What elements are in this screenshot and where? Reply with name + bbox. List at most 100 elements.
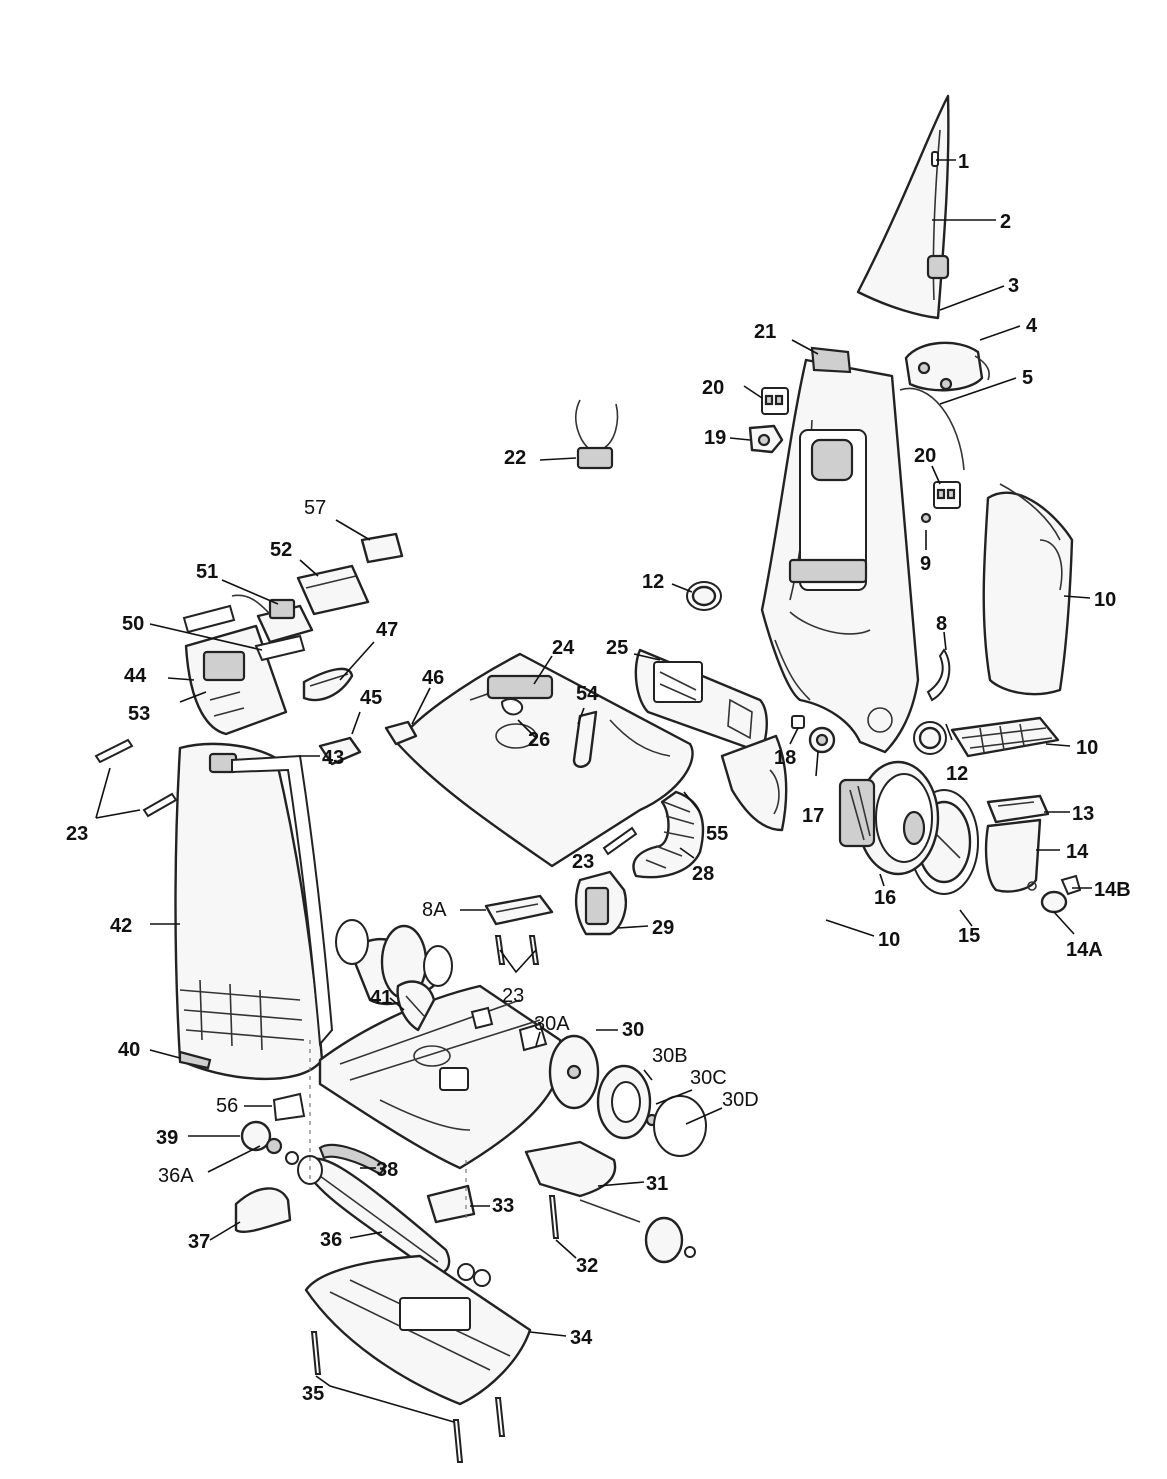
bearing-cap: [240, 1120, 272, 1152]
callout-41: 41: [370, 987, 392, 1009]
callout-3: 3: [1008, 275, 1019, 297]
cord-wrap: [926, 648, 951, 702]
drive-belt: [318, 1143, 388, 1176]
callout-38: 38: [376, 1159, 398, 1181]
callout-45: 45: [360, 687, 382, 709]
screws-8A: [494, 935, 540, 965]
callout-51: 51: [196, 561, 218, 583]
belt-guard: [396, 980, 436, 1032]
brush-light: [302, 667, 354, 702]
callout-46: 46: [422, 667, 444, 689]
motor-bushing: [791, 715, 805, 729]
callout-26: 26: [528, 729, 550, 751]
callout-30B: 30B: [652, 1045, 688, 1067]
callout-30A: 30A: [534, 1013, 570, 1035]
callout-55: 55: [706, 823, 728, 845]
callout-54: 54: [576, 683, 599, 705]
rear-wheel: [548, 1034, 600, 1110]
label-plate: [178, 1050, 212, 1070]
button: [254, 634, 306, 662]
height-adjust-axle: [524, 1140, 696, 1264]
callout-8: 8: [936, 613, 947, 635]
callout-24: 24: [552, 637, 575, 659]
callout-39: 39: [156, 1127, 178, 1149]
callout-14B: 14B: [1094, 879, 1131, 901]
callout-44: 44: [124, 665, 147, 687]
motor-fan: [808, 726, 836, 754]
control-module: [296, 564, 370, 616]
wheel-tire: [596, 1064, 652, 1140]
callout-10-filter: 10: [1076, 737, 1098, 759]
callout-35: 35: [302, 1383, 324, 1405]
belt-tab: [426, 1184, 476, 1224]
callout-36A: 36A: [158, 1165, 194, 1187]
exhaust-filter: [950, 716, 1060, 758]
callout-52: 52: [270, 539, 292, 561]
bottom-screws: [310, 1331, 506, 1463]
pc-board: [182, 594, 314, 644]
latch: [318, 736, 362, 766]
motor: [838, 760, 940, 876]
callout-56: 56: [216, 1095, 238, 1117]
callout-29: 29: [652, 917, 674, 939]
callout-21: 21: [754, 321, 776, 343]
screw-hood: [602, 826, 638, 856]
callout-labels: 1 2 3 4 5 21 20 19 20 9 10 8 12 22 57 52…: [66, 151, 1131, 1405]
callout-57: 57: [304, 497, 326, 519]
ring-clamp-lower: [913, 721, 947, 755]
assembly-guides: [309, 1040, 467, 1220]
callout-23-bracket: 23: [502, 985, 524, 1007]
callout-25: 25: [606, 637, 628, 659]
brushroll: [297, 1155, 451, 1275]
callout-15: 15: [958, 925, 980, 947]
upper-housing: [760, 346, 920, 754]
callout-30C: 30C: [690, 1067, 727, 1089]
axle-screw: [548, 1195, 560, 1239]
handle-grip: [856, 94, 950, 320]
leader-lines: [95, 159, 1092, 1423]
ring-clamp-upper: [686, 581, 722, 611]
callout-18: 18: [774, 747, 796, 769]
callout-12-lower: 12: [946, 763, 968, 785]
rear-wheel-bracket: [335, 919, 453, 1006]
callout-43: 43: [322, 747, 344, 769]
nozzle-panel: [634, 648, 768, 754]
bearing: [265, 1137, 299, 1165]
callout-36: 36: [320, 1229, 342, 1251]
callout-8A: 8A: [422, 899, 447, 921]
callout-22: 22: [504, 447, 526, 469]
callout-9: 9: [920, 553, 931, 575]
screws-front: [94, 738, 178, 818]
callout-53: 53: [128, 703, 150, 725]
callout-5: 5: [1022, 367, 1033, 389]
clip: [384, 720, 418, 746]
exhaust-knob: [1040, 874, 1082, 914]
filter-cover: [986, 794, 1050, 824]
callout-17: 17: [802, 805, 824, 827]
filter-bag: [982, 483, 1074, 696]
callout-50: 50: [122, 613, 144, 635]
callout-28: 28: [692, 863, 714, 885]
tube-hose: [572, 710, 598, 768]
switch: [748, 424, 784, 454]
wiring-harness: [575, 399, 619, 470]
callout-23-hood: 23: [572, 851, 594, 873]
exhaust-housing: [984, 818, 1042, 893]
cord-hook: [904, 341, 990, 392]
front-cover-seal: [231, 754, 334, 1047]
callout-42: 42: [110, 915, 132, 937]
callout-1: 1: [958, 151, 969, 173]
front-panel: [720, 734, 788, 832]
callout-31: 31: [646, 1173, 668, 1195]
callout-30: 30: [622, 1019, 644, 1041]
callout-37: 37: [188, 1231, 210, 1253]
hose-end: [574, 870, 627, 936]
wheel-bracket: [470, 1006, 548, 1052]
callout-4: 4: [1026, 315, 1038, 337]
bracket-8A: [484, 894, 554, 926]
callout-14A: 14A: [1066, 939, 1103, 961]
callout-16: 16: [874, 887, 896, 909]
base-chassis: [318, 984, 564, 1170]
callout-20-right: 20: [914, 445, 936, 467]
